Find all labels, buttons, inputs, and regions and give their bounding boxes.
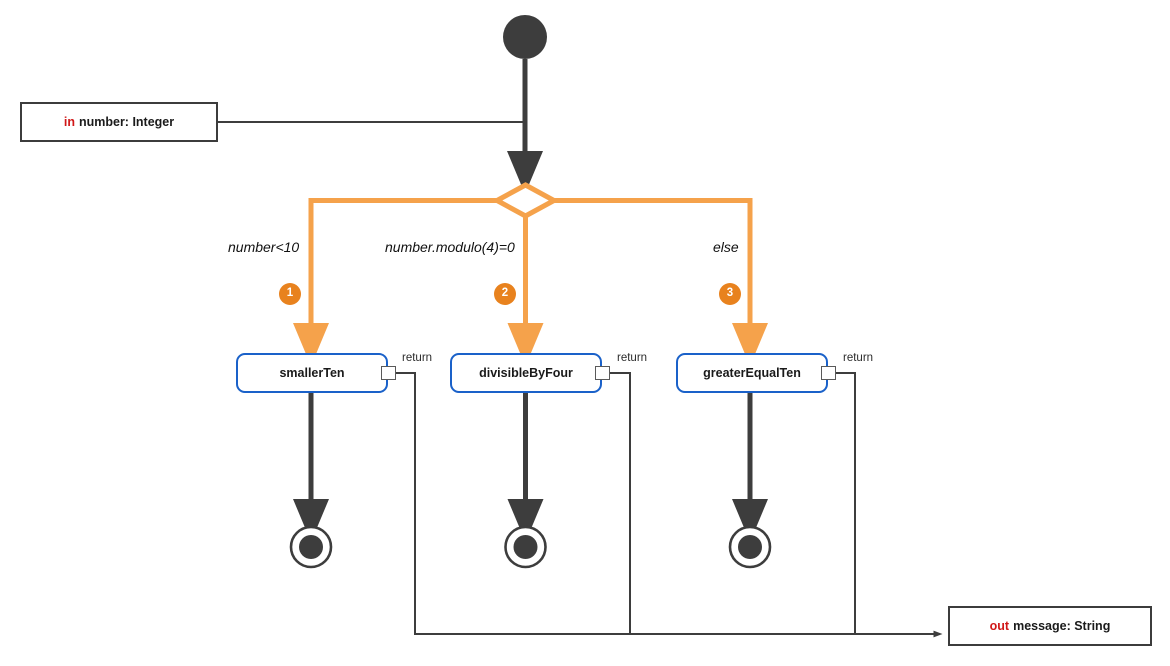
guard-label-1: number<10 bbox=[228, 239, 300, 255]
input-parameter-label: number: Integer bbox=[78, 115, 175, 129]
return-pin-2[interactable] bbox=[595, 366, 610, 380]
guard-label-2: number.modulo(4)=0 bbox=[385, 239, 515, 255]
edge-return-1-to-output bbox=[396, 372, 943, 638]
edge-return-3-to-output bbox=[836, 372, 856, 634]
branch-badge-1[interactable]: 1 bbox=[279, 283, 301, 305]
return-pin-1[interactable] bbox=[381, 366, 396, 380]
output-parameter-direction: out bbox=[989, 619, 1010, 633]
branch-badge-3[interactable]: 3 bbox=[719, 283, 741, 305]
activity-final-node-3 bbox=[728, 525, 772, 569]
action-node-smaller-ten[interactable]: smallerTen bbox=[236, 353, 388, 393]
return-pin-label-2: return bbox=[617, 352, 648, 364]
decision-diamond bbox=[491, 182, 560, 219]
input-parameter-node[interactable]: in number: Integer bbox=[20, 102, 218, 142]
action-node-label: smallerTen bbox=[279, 366, 345, 380]
activity-final-node-1 bbox=[289, 525, 333, 569]
input-parameter-direction: in bbox=[63, 115, 75, 129]
action-node-divisible-by-four[interactable]: divisibleByFour bbox=[450, 353, 602, 393]
branch-badge-2[interactable]: 2 bbox=[494, 283, 516, 305]
edge-branch-1 bbox=[293, 198, 497, 367]
action-node-greater-equal-ten[interactable]: greaterEqualTen bbox=[676, 353, 828, 393]
return-pin-label-1: return bbox=[402, 352, 433, 364]
return-pin-3[interactable] bbox=[821, 366, 836, 380]
output-parameter-label: message: String bbox=[1013, 619, 1111, 633]
return-pin-label-3: return bbox=[843, 352, 874, 364]
activity-final-node-2 bbox=[504, 525, 547, 569]
action-node-label: divisibleByFour bbox=[479, 366, 573, 380]
edge-return-2-to-output bbox=[610, 372, 631, 634]
edge-branch-3 bbox=[554, 198, 768, 367]
output-parameter-node[interactable]: out message: String bbox=[948, 606, 1152, 646]
action-node-label: greaterEqualTen bbox=[703, 366, 801, 380]
guard-label-3: else bbox=[713, 239, 739, 255]
initial-node-circle bbox=[503, 15, 547, 59]
